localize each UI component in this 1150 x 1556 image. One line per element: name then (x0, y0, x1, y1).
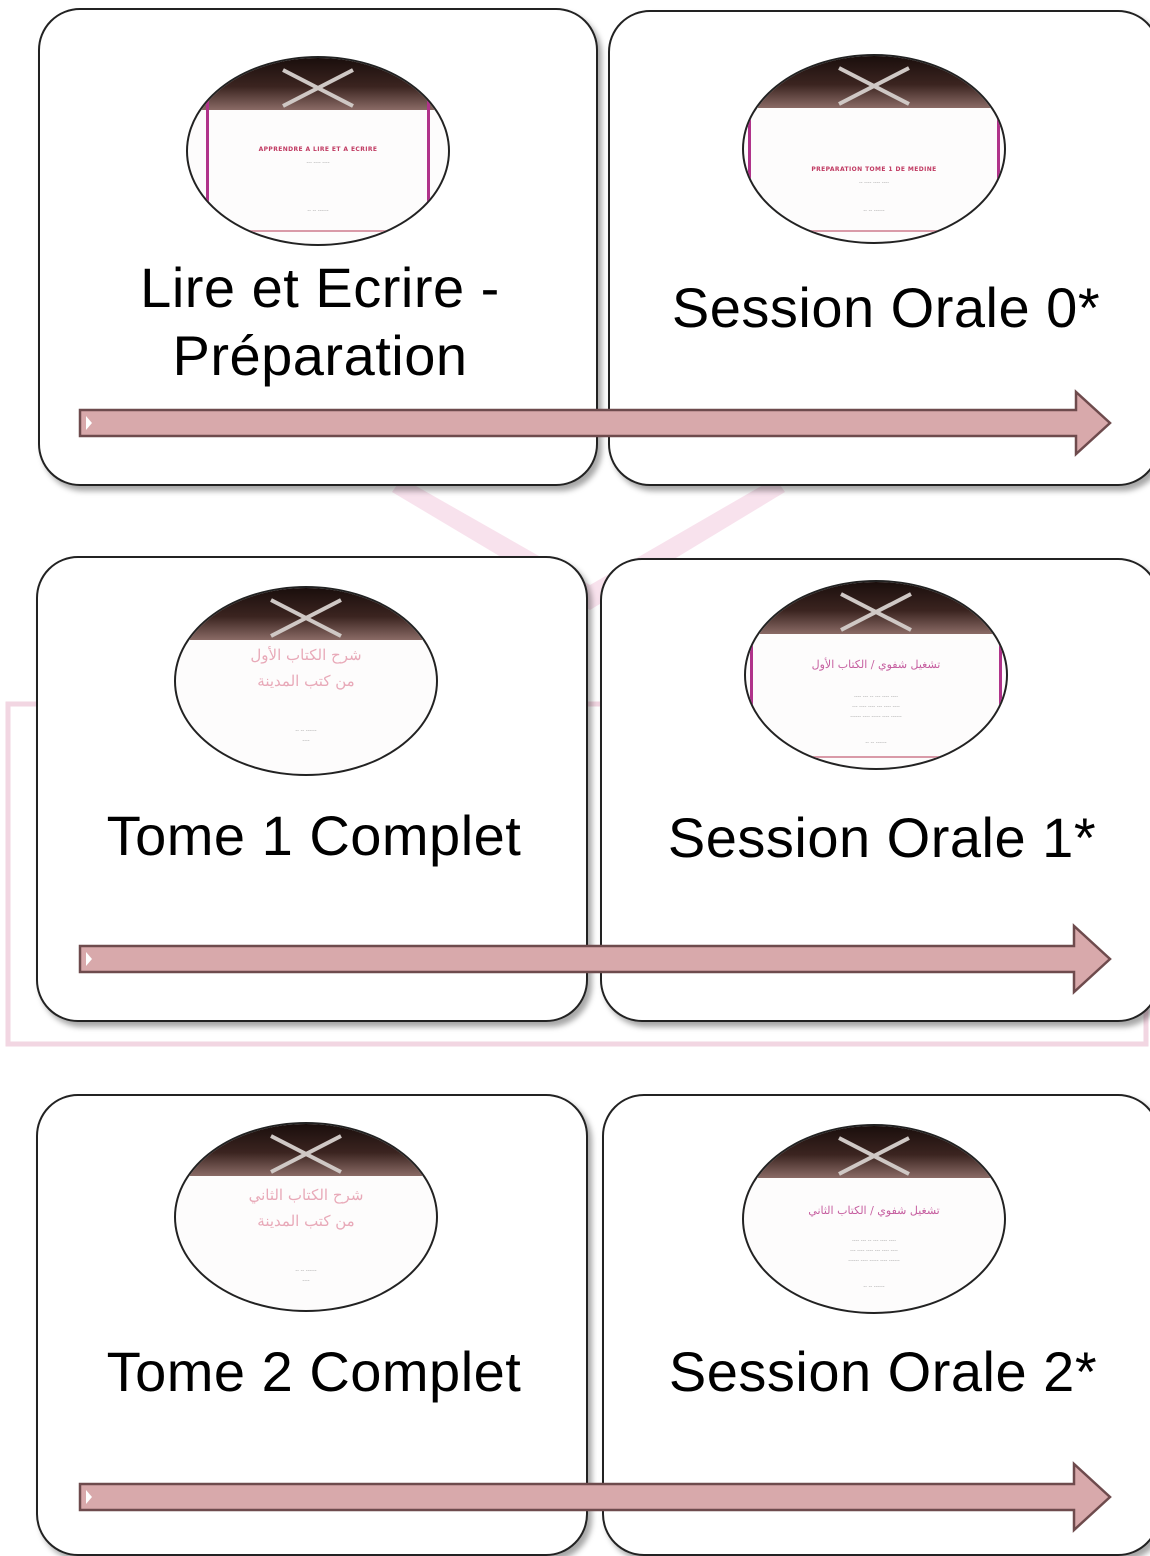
book-thumbnail-tome-1: شرح الكتاب الأول من كتب المدينة -- -- --… (174, 586, 438, 776)
book-stand-icon (270, 598, 342, 638)
card-session-orale-1: تشغيل شفوي / الكتاب الأول ---- --- -- --… (600, 558, 1150, 1022)
book-stand-icon (270, 1134, 342, 1174)
book-thumbnail-session-orale-1: تشغيل شفوي / الكتاب الأول ---- --- -- --… (744, 580, 1008, 770)
book-stand-icon (282, 68, 354, 108)
progress-arrow-2 (78, 923, 1112, 995)
step-label-session-orale-2: Session Orale 2* (668, 1340, 1098, 1403)
progress-arrow-3 (78, 1461, 1112, 1533)
book-thumbnail-tome-2: شرح الكتاب الثاني من كتب المدينة -- -- -… (174, 1122, 438, 1312)
book-thumbnail-session-orale-2: تشغيل شفوي / الكتاب الثاني ---- --- -- -… (742, 1124, 1006, 1314)
book-stand-icon (840, 592, 912, 632)
card-tome-2: شرح الكتاب الثاني من كتب المدينة -- -- -… (36, 1094, 588, 1556)
progress-arrow-1 (78, 389, 1112, 457)
card-session-orale-0: PREPARATION TOME 1 DE MEDINE -- ---- ---… (608, 10, 1150, 486)
book-thumbnail-lire-ecrire: APPRENDRE A LIRE ET A ECRIRE --- ---- --… (186, 56, 450, 246)
book-stand-icon (838, 66, 910, 106)
step-label-lire-ecrire: Lire et Ecrire - Préparation (140, 256, 500, 387)
book-thumbnail-session-orale-0: PREPARATION TOME 1 DE MEDINE -- ---- ---… (742, 54, 1006, 244)
card-lire-ecrire: APPRENDRE A LIRE ET A ECRIRE --- ---- --… (38, 8, 598, 486)
step-label-session-orale-0: Session Orale 0* (671, 276, 1101, 339)
step-label-tome-1: Tome 1 Complet (106, 804, 522, 867)
card-session-orale-2: تشغيل شفوي / الكتاب الثاني ---- --- -- -… (602, 1094, 1150, 1556)
book-stand-icon (838, 1136, 910, 1176)
step-label-tome-2: Tome 2 Complet (106, 1340, 522, 1403)
step-label-session-orale-1: Session Orale 1* (667, 806, 1097, 869)
card-tome-1: شرح الكتاب الأول من كتب المدينة -- -- --… (36, 556, 588, 1022)
